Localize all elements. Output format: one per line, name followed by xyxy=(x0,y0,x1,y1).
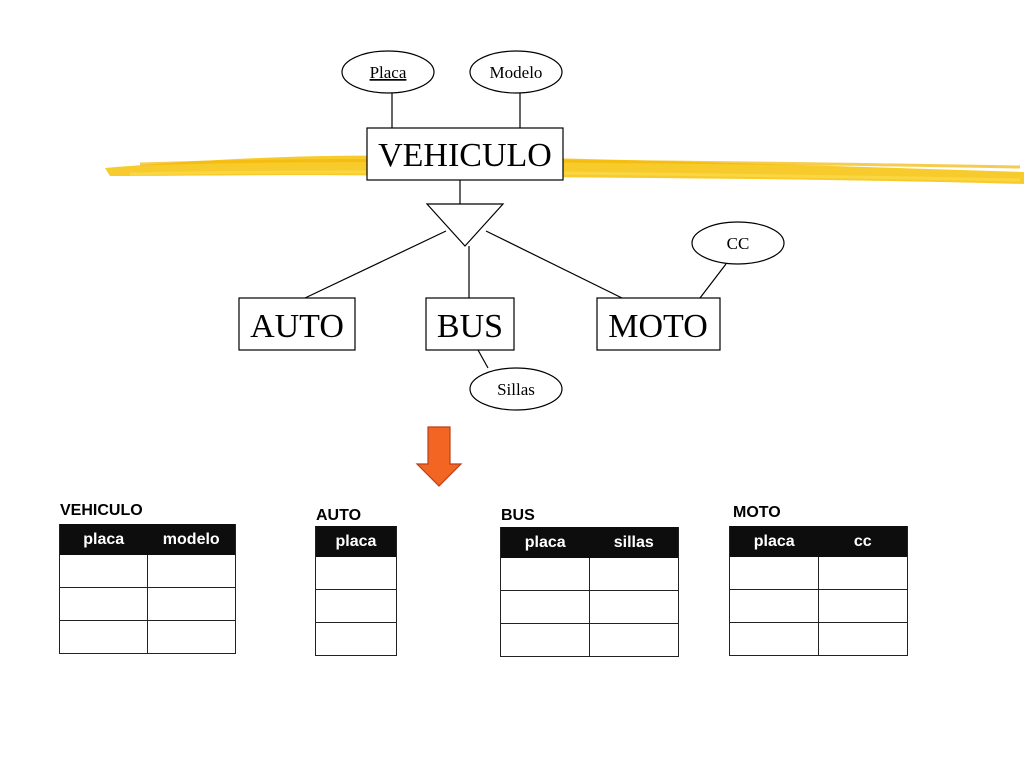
table-row xyxy=(501,558,678,591)
moto-label: MOTO xyxy=(608,308,708,345)
table-row xyxy=(316,623,396,656)
moto-entity xyxy=(596,297,721,351)
column-header-modelo: modelo xyxy=(162,530,220,548)
cc-attribute xyxy=(691,221,785,265)
column-header-placa: placa xyxy=(524,533,566,551)
table-row xyxy=(730,590,907,623)
sillas-connector xyxy=(477,349,489,369)
column-header-placa: placa xyxy=(83,530,125,548)
vehiculo-table-title: VEHICULO xyxy=(60,502,143,519)
vehiculo-table: placa modelo xyxy=(59,524,236,654)
table-row xyxy=(730,623,907,656)
bus-table: placa sillas xyxy=(500,527,679,657)
placa-attribute xyxy=(341,50,435,94)
bus-entity xyxy=(425,297,515,351)
sillas-label: Sillas xyxy=(497,380,535,399)
table-row xyxy=(60,555,235,588)
table-row xyxy=(501,591,678,624)
column-header-sillas: sillas xyxy=(613,533,654,551)
auto-label: AUTO xyxy=(250,308,344,345)
highlighter-stroke xyxy=(105,155,1024,184)
table-row xyxy=(501,624,678,657)
bus-table-header: placa sillas xyxy=(501,527,678,558)
vehiculo-table-header: placa modelo xyxy=(60,524,235,555)
column-header-cc: cc xyxy=(853,532,872,550)
column-header-placa: placa xyxy=(753,532,795,550)
sillas-attribute xyxy=(469,367,563,411)
auto-table-title: AUTO xyxy=(316,507,362,524)
placa-label: Placa xyxy=(370,63,407,82)
auto-table-header: placa xyxy=(316,526,396,557)
auto-table: placa xyxy=(315,526,397,656)
cc-connector xyxy=(699,263,727,299)
down-arrow-icon xyxy=(415,426,463,487)
moto-table: placa cc xyxy=(729,526,908,656)
cc-label: CC xyxy=(727,234,750,253)
vehiculo-entity xyxy=(366,127,564,181)
auto-entity xyxy=(238,297,356,351)
table-row xyxy=(316,590,396,623)
moto-table-title: MOTO xyxy=(733,504,781,521)
moto-connector xyxy=(485,230,623,299)
moto-table-header: placa cc xyxy=(730,526,907,557)
column-header-placa: placa xyxy=(335,532,377,550)
vehiculo-label: VEHICULO xyxy=(378,137,552,174)
table-row xyxy=(60,621,235,654)
modelo-attribute xyxy=(469,50,563,94)
table-row xyxy=(730,557,907,590)
table-row xyxy=(60,588,235,621)
bus-label: BUS xyxy=(437,308,503,345)
auto-connector xyxy=(304,230,447,299)
table-row xyxy=(316,557,396,590)
modelo-label: Modelo xyxy=(490,63,543,82)
bus-table-title: BUS xyxy=(501,507,535,524)
isa-triangle xyxy=(425,203,505,247)
